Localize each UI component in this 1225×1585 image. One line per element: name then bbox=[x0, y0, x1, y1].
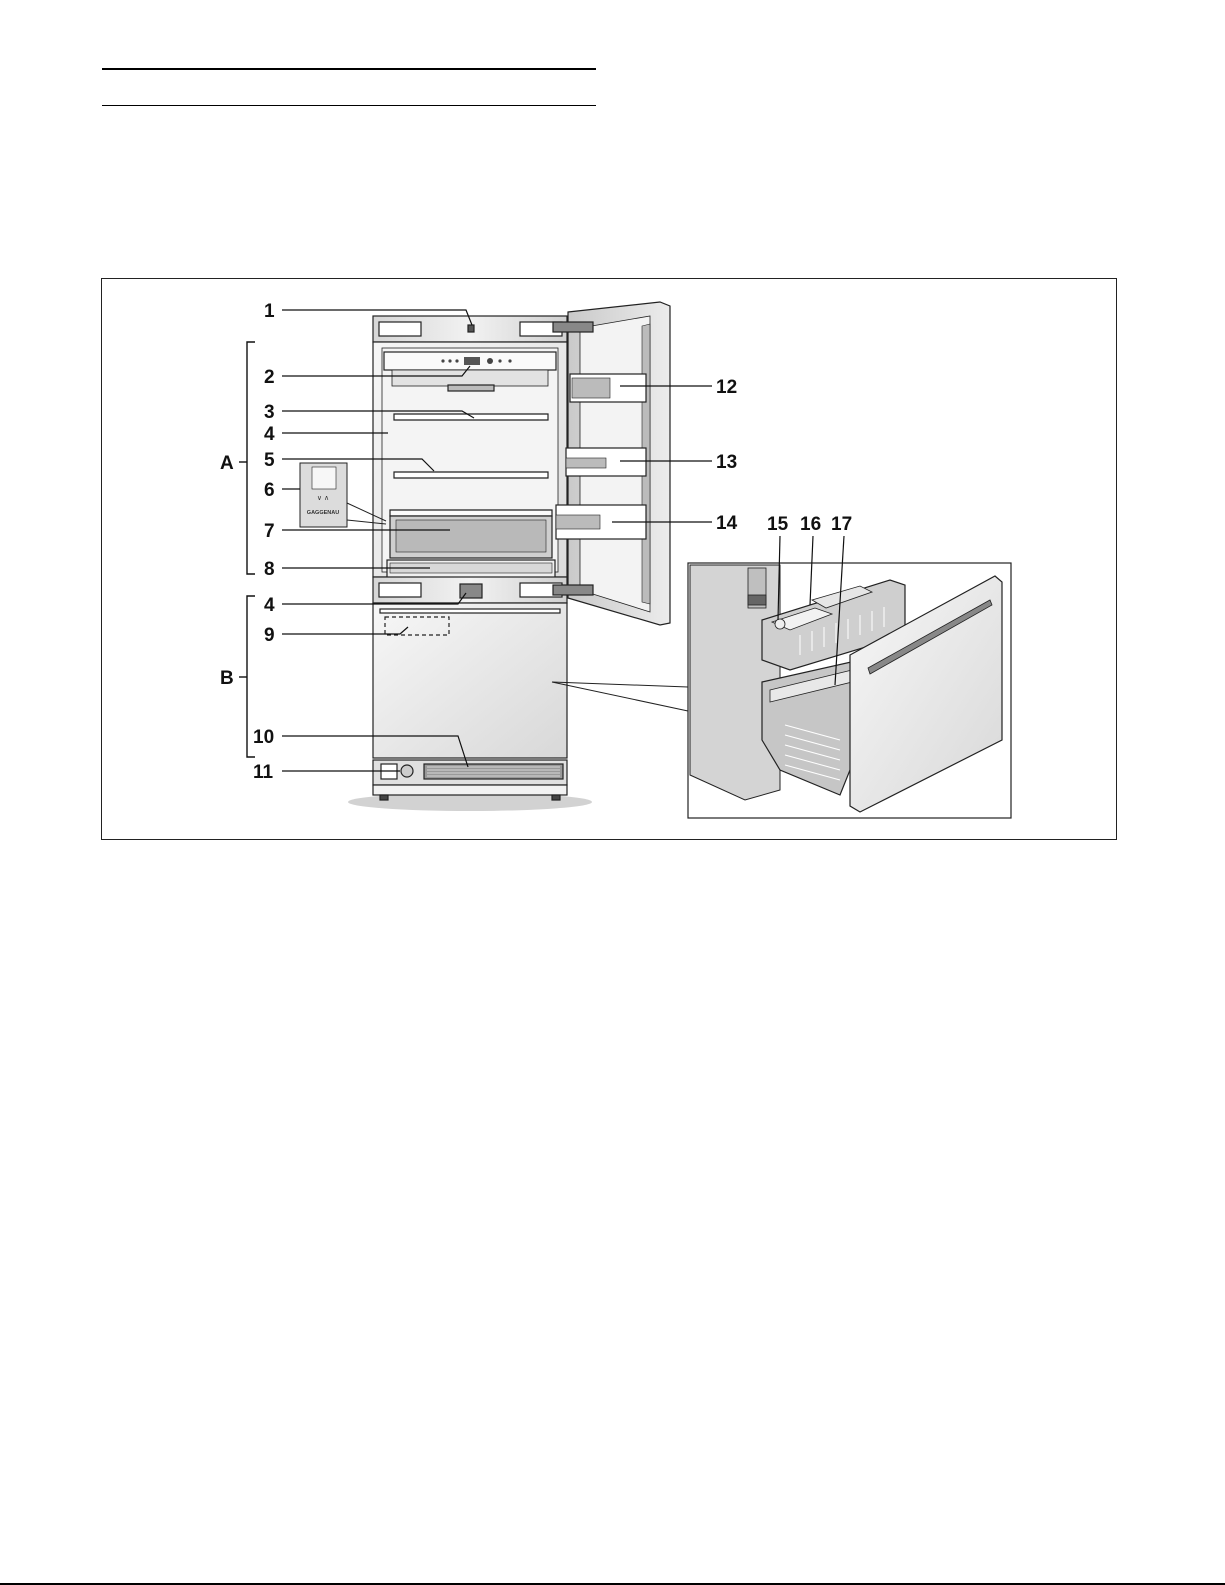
callout-16: 16 bbox=[800, 514, 821, 535]
ice-tray-knob-icon bbox=[775, 619, 785, 629]
freezer-door bbox=[373, 603, 567, 758]
callout-12: 12 bbox=[716, 377, 737, 398]
refrigerator-diagram: ∨ ∧ GAGGENAU bbox=[0, 0, 1225, 860]
callout-2: 2 bbox=[264, 367, 275, 388]
callout-4-freezer: 4 bbox=[264, 595, 275, 616]
callout-15: 15 bbox=[767, 514, 789, 535]
freezer-drawer-inset bbox=[688, 563, 1011, 818]
panel-brand-logo: GAGGENAU bbox=[307, 510, 339, 516]
interior-light bbox=[448, 385, 494, 391]
door-hinge-top bbox=[553, 322, 593, 332]
section-brackets bbox=[239, 342, 255, 757]
callout-14: 14 bbox=[716, 513, 738, 534]
panel-arrow-icons: ∨ ∧ bbox=[317, 495, 329, 502]
glass-shelf-middle bbox=[394, 472, 548, 478]
freezer-handle bbox=[380, 609, 560, 613]
callout-9: 9 bbox=[264, 625, 275, 646]
callout-3: 3 bbox=[264, 402, 275, 423]
bracket-a bbox=[247, 342, 255, 574]
section-label-b: B bbox=[220, 668, 234, 689]
callout-10: 10 bbox=[253, 727, 274, 748]
callout-17: 17 bbox=[831, 514, 852, 535]
callout-5: 5 bbox=[264, 450, 275, 471]
refrigerator bbox=[348, 302, 670, 811]
callout-8: 8 bbox=[264, 559, 275, 580]
callout-4-fridge: 4 bbox=[264, 424, 275, 445]
callout-13: 13 bbox=[716, 452, 737, 473]
section-label-a: A bbox=[220, 453, 234, 474]
alarm-switch-icon bbox=[401, 765, 413, 777]
callout-7: 7 bbox=[264, 521, 275, 542]
shelf-lower bbox=[390, 510, 552, 516]
inset-connectors bbox=[552, 682, 688, 711]
callout-6: 6 bbox=[264, 480, 275, 501]
callout-1: 1 bbox=[264, 301, 275, 322]
glass-shelf-upper bbox=[394, 414, 548, 420]
callout-11: 11 bbox=[253, 762, 274, 783]
door-hinge-bottom bbox=[553, 585, 593, 595]
